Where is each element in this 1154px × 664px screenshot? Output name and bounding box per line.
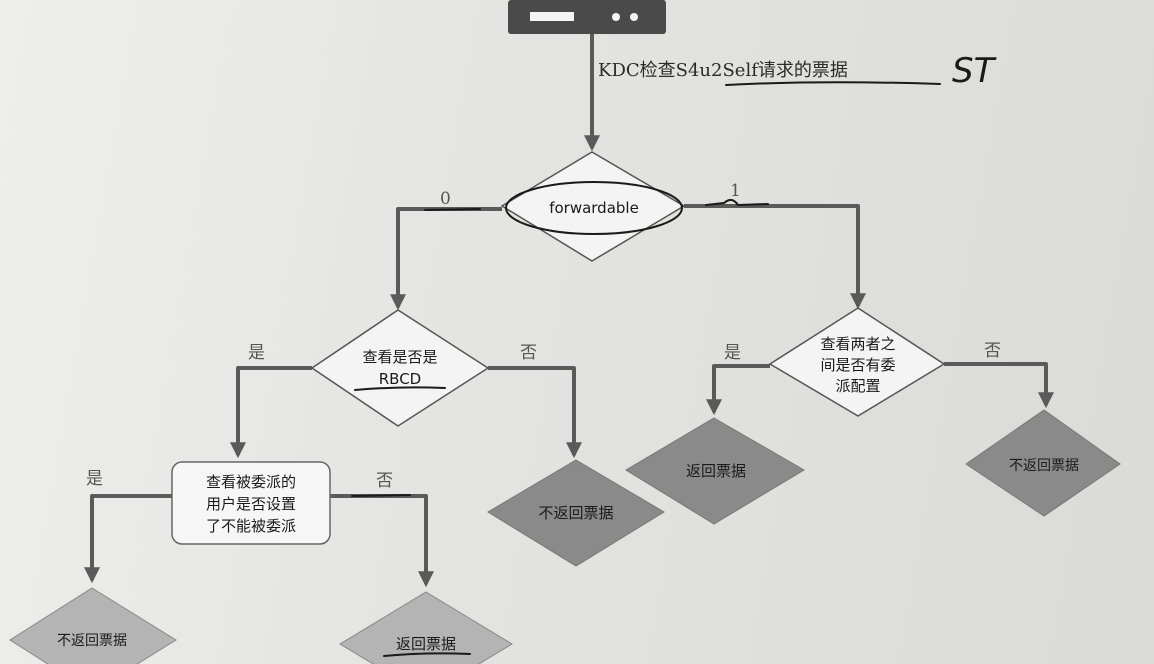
- handwritten-note: ST: [952, 51, 997, 91]
- top-annotation: KDC检查S4u2Self请求的票据: [598, 60, 848, 81]
- terminal-sensitive-return-underline: [383, 652, 471, 657]
- handwritten-underline: [725, 81, 941, 86]
- arrow-delegation-yes: [706, 364, 770, 416]
- rbcd-label-line1: 查看是否是: [362, 348, 437, 366]
- terminal-delegation-return: 返回票据: [625, 417, 805, 525]
- terminal-sensitive-no-return: 不返回票据: [9, 587, 177, 664]
- delegation-config-decision: 查看两者之 间是否有委 派配置: [768, 307, 946, 417]
- forwardable-label: forwardable: [549, 199, 639, 217]
- rbcd-no-label: 否: [520, 343, 537, 363]
- forwardable-decision: forwardable: [500, 151, 686, 262]
- arrow-delegation-no: [944, 362, 1054, 409]
- sensitive-no-label: 否: [376, 471, 393, 491]
- terminal-sensitive-return-label: 返回票据: [396, 635, 456, 653]
- delegation-no-label: 否: [984, 341, 1001, 361]
- terminal-rbcd-no-return: 不返回票据: [487, 459, 665, 567]
- delegation-label-line2: 间是否有委: [820, 356, 895, 374]
- sensitive-account-check: 查看被委派的 用户是否设置 了不能被委派: [171, 461, 331, 545]
- delegation-yes-label: 是: [724, 343, 741, 363]
- arrow-forwardable-to-delegation: [684, 204, 866, 310]
- arrow-forwardable-to-rbcd: [390, 207, 502, 311]
- delegation-label-line3: 派配置: [835, 377, 880, 395]
- terminal-sensitive-return: 返回票据: [339, 591, 513, 664]
- arrow-sensitive-no: [330, 494, 434, 588]
- terminal-sensitive-no-return-label: 不返回票据: [57, 633, 127, 649]
- server-icon: [508, 0, 666, 34]
- terminal-delegation-no-return-label: 不返回票据: [1009, 458, 1079, 474]
- terminal-delegation-return-label: 返回票据: [686, 462, 746, 480]
- sensitive-label-line1: 查看被委派的: [206, 473, 296, 491]
- terminal-delegation-no-return: 不返回票据: [965, 409, 1121, 517]
- sensitive-no-underline: [351, 494, 411, 497]
- edge-label-0-underline: [424, 208, 481, 211]
- rbcd-yes-label: 是: [248, 343, 265, 363]
- rbcd-decision: 查看是否是 RBCD: [310, 309, 490, 427]
- arrow-rbcd-yes: [230, 366, 312, 459]
- sensitive-yes-label: 是: [86, 469, 103, 489]
- edge-label-0: 0: [440, 189, 451, 209]
- rbcd-label-line2: RBCD: [379, 370, 421, 388]
- delegation-label-line1: 查看两者之: [820, 335, 895, 353]
- terminal-rbcd-no-return-label: 不返回票据: [538, 504, 613, 522]
- rbcd-underline: [354, 386, 446, 391]
- edge-label-1-underline: [705, 199, 769, 207]
- arrow-sensitive-yes: [84, 494, 172, 584]
- sensitive-label-line2: 用户是否设置: [206, 495, 296, 513]
- sensitive-label-line3: 了不能被委派: [206, 517, 296, 535]
- edge-label-1: 1: [730, 181, 741, 201]
- arrow-rbcd-no: [488, 366, 582, 459]
